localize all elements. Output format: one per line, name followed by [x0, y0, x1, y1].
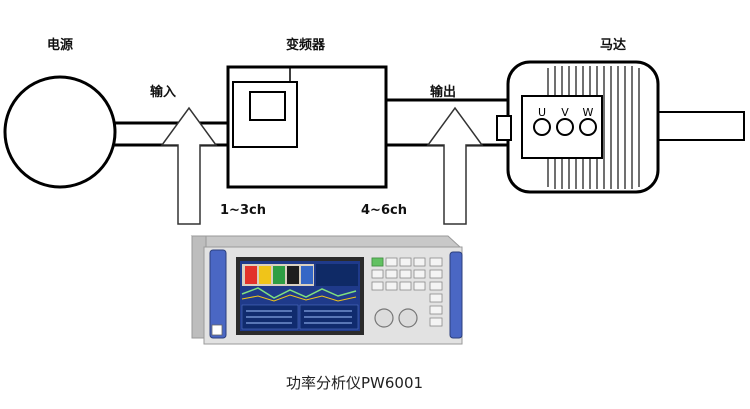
terminal-u-label: U: [538, 106, 546, 119]
terminal-v-label: V: [561, 106, 569, 119]
analyzer-knob-left: [374, 308, 394, 328]
motor-connector: [496, 115, 512, 141]
channels-out-label: 4~6ch: [361, 203, 407, 218]
terminal-w-circle: [579, 118, 597, 136]
analyzer-handle-left: [209, 249, 227, 339]
channels-in-label: 1~3ch: [220, 203, 266, 218]
terminal-v-circle: [556, 118, 574, 136]
motor: U V W: [496, 60, 745, 194]
inverter-box: [226, 65, 388, 189]
analyzer-knob-right: [398, 308, 418, 328]
analyzer-keypad: [371, 257, 443, 327]
power-source-circle: [3, 75, 117, 189]
terminal-u-circle: [533, 118, 551, 136]
inverter-label: 变频器: [286, 38, 326, 53]
motor-label: 马达: [600, 38, 627, 53]
analyzer-handle-right: [449, 251, 463, 339]
power-analyzer: [190, 235, 463, 345]
analyzer-caption: 功率分析仪PW6001: [286, 374, 424, 392]
arrow-input: [160, 106, 218, 225]
input-label: 输入: [150, 85, 177, 100]
analyzer-top: [190, 235, 462, 248]
terminal-w-label: W: [583, 106, 594, 119]
output-label: 输出: [430, 85, 457, 100]
motor-shaft: [651, 111, 745, 141]
power-source-label: 电源: [47, 38, 74, 53]
arrow-output: [426, 106, 484, 225]
